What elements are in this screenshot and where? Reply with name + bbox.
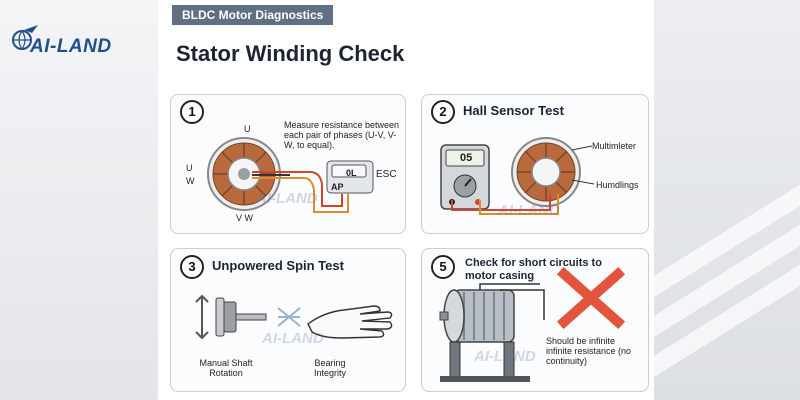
esc-box xyxy=(326,160,374,194)
esc-label: ESC xyxy=(376,169,397,180)
motor-icon xyxy=(439,283,540,382)
cross-icon xyxy=(556,266,626,330)
meter-display: 0L xyxy=(346,168,357,178)
watermark: AI-LAND xyxy=(262,330,324,347)
section-tag: BLDC Motor Diagnostics xyxy=(172,5,334,25)
bearing-symbol xyxy=(277,307,301,327)
brand-logo: AI-LAND xyxy=(10,24,130,64)
globe-plane-icon xyxy=(12,25,38,50)
step-number: 2 xyxy=(431,100,455,124)
meter-display: 05 xyxy=(460,152,473,164)
stator-diagram xyxy=(511,137,581,207)
label-leader-lines xyxy=(571,145,595,185)
stator-diagram xyxy=(207,137,281,211)
right-margin xyxy=(654,0,800,400)
no-continuity-note: Should be infinite infinite resistance (… xyxy=(546,336,632,366)
watermark: AI-LAND xyxy=(256,190,318,207)
hand-icon xyxy=(307,305,393,339)
card-title: Unpowered Spin Test xyxy=(212,258,344,273)
card-title: Hall Sensor Test xyxy=(463,103,564,118)
multimeter-icon xyxy=(440,144,490,210)
probe-wire xyxy=(500,289,545,320)
logo-text: AI-LAND xyxy=(30,36,112,57)
phase-wires xyxy=(252,171,349,213)
watermark: AI-LAND xyxy=(474,348,536,365)
multimeter-label: Multimleter xyxy=(592,141,637,151)
resistance-instructions: Measure resistance between each pair of … xyxy=(284,120,400,150)
step-number: 1 xyxy=(180,100,204,124)
step-number: 3 xyxy=(180,255,204,279)
page-title: Stator Winding Check xyxy=(176,41,405,66)
left-margin xyxy=(0,0,158,400)
bearing-integrity-label: Bearing Integrity xyxy=(313,358,346,378)
phase-label-bottom: V W xyxy=(236,213,253,223)
watermark: AI-LAND xyxy=(498,202,560,219)
hall-sensor-label: Humdlings xyxy=(596,180,639,190)
phase-label-left-1: U xyxy=(186,163,193,173)
phase-label-top: U xyxy=(244,124,251,134)
ap-label: AP xyxy=(331,182,344,192)
step-number: 5 xyxy=(431,255,455,279)
shaft-rotation-label: Manual Shaft Rotation xyxy=(199,358,253,378)
shaft-rotation-icon xyxy=(195,294,267,340)
phase-label-left-2: W xyxy=(186,176,195,186)
card-title: Check for short circuits to motor casing xyxy=(465,257,602,282)
hall-wires xyxy=(451,194,559,215)
